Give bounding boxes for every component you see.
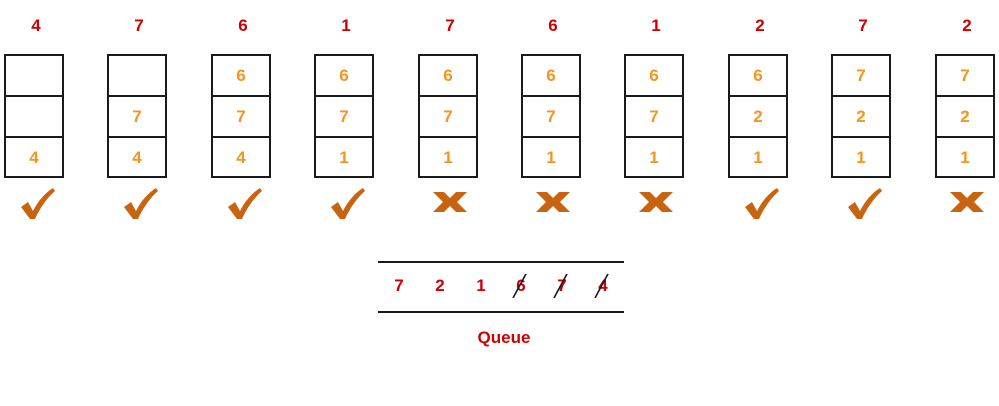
reference-value: 2 (962, 16, 972, 35)
queue-top-line (378, 261, 624, 263)
frame-slot (109, 56, 165, 97)
frame-slot: 6 (626, 56, 682, 97)
cross-icon (950, 192, 984, 212)
checkmark-icon (745, 188, 779, 219)
cross-icon (639, 192, 673, 212)
reference-value: 6 (548, 16, 558, 35)
frame-slot: 1 (960, 148, 970, 167)
frame-slot: 1 (546, 148, 556, 167)
frame-slot: 6 (730, 56, 786, 97)
queue-item-value: 7 (394, 276, 404, 295)
queue-item-value: 6 (516, 276, 526, 295)
frame-slot (6, 97, 62, 138)
frame-slot: 1 (649, 148, 659, 167)
queue-item: 1 (469, 274, 493, 298)
frame-slot: 7 (420, 97, 476, 138)
frame-slot: 1 (856, 148, 866, 167)
frame-slot: 2 (937, 97, 993, 138)
frame-slot: 6 (523, 56, 579, 97)
reference-value: 7 (445, 16, 455, 35)
cross-icon (433, 192, 467, 212)
frame-slot: 7 (109, 97, 165, 138)
queue-label: Queue (477, 328, 531, 347)
reference-value: 1 (341, 16, 351, 35)
queue-item-value: 4 (598, 276, 608, 295)
reference-value: 7 (134, 16, 144, 35)
queue-item: 4 (591, 274, 615, 298)
checkmark-icon (124, 188, 158, 219)
queue-item-value: 1 (476, 276, 486, 295)
queue-item: 6 (509, 274, 533, 298)
queue-bottom-line (378, 311, 624, 313)
frame-slot: 6 (213, 56, 269, 97)
frame-slot: 7 (316, 97, 372, 138)
frame-slot: 2 (730, 97, 786, 138)
frame-slot: 6 (316, 56, 372, 97)
cross-icon (536, 192, 570, 212)
queue-item: 7 (387, 274, 411, 298)
frame-slot: 7 (937, 56, 993, 97)
frame-slot: 7 (213, 97, 269, 138)
frame-slot: 2 (833, 97, 889, 138)
queue-item: 2 (428, 274, 452, 298)
queue-item-value: 2 (435, 276, 445, 295)
frame-stack: 4 (4, 54, 64, 178)
frame-slot: 4 (132, 148, 142, 167)
reference-value: 1 (651, 16, 661, 35)
checkmark-icon (331, 188, 365, 219)
checkmark-icon (848, 188, 882, 219)
reference-value: 4 (31, 16, 41, 35)
queue-item: 7 (550, 274, 574, 298)
reference-value: 7 (858, 16, 868, 35)
frame-slot: 7 (523, 97, 579, 138)
checkmark-icon (21, 188, 55, 219)
frame-slot: 6 (420, 56, 476, 97)
frame-slot: 1 (339, 148, 349, 167)
checkmark-icon (228, 188, 262, 219)
reference-value: 6 (238, 16, 248, 35)
frame-slot (6, 56, 62, 97)
queue-item-value: 7 (557, 276, 567, 295)
reference-value: 2 (755, 16, 765, 35)
frame-slot: 7 (833, 56, 889, 97)
frame-slot: 7 (626, 97, 682, 138)
frame-slot: 4 (29, 148, 39, 167)
frame-slot: 1 (753, 148, 763, 167)
frame-slot: 1 (443, 148, 453, 167)
frame-slot: 4 (236, 148, 246, 167)
